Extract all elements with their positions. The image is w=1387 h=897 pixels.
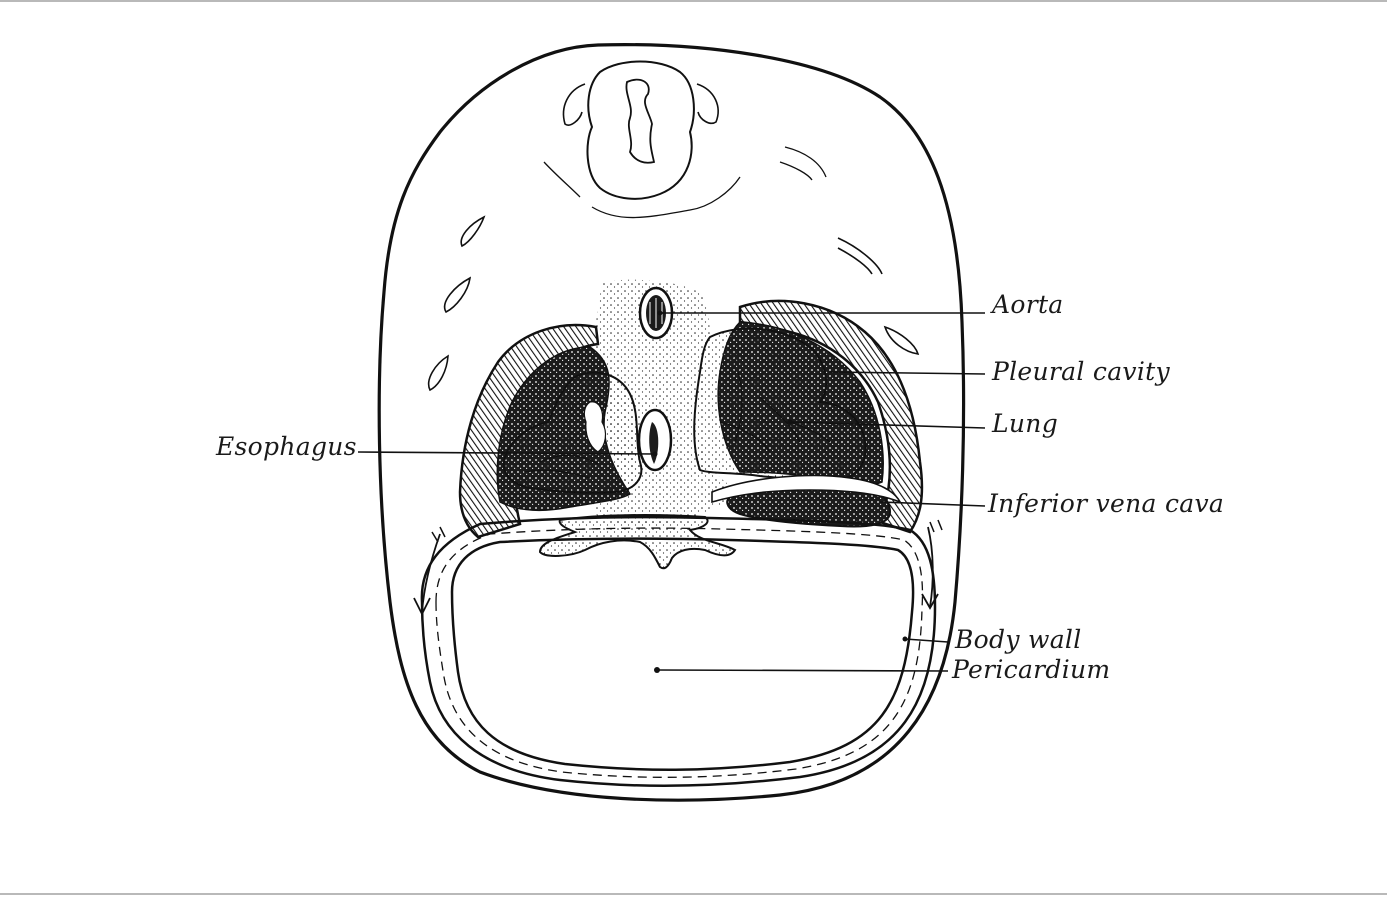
label-aorta: Aorta — [990, 290, 1064, 319]
right-pleural-cavity — [738, 299, 924, 534]
label-pleural-cavity: Pleural cavity — [991, 357, 1170, 386]
septum-transversum — [538, 514, 737, 570]
left-lung — [502, 371, 643, 494]
spinal-cord — [586, 60, 695, 200]
body-outline — [377, 43, 966, 802]
label-esophagus: Esophagus — [215, 432, 357, 461]
label-inferior-vena-cava: Inferior vena cava — [987, 489, 1224, 518]
label-pericardium: Pericardium — [951, 655, 1110, 684]
label-body-wall: Body wall — [954, 625, 1082, 654]
label-lung: Lung — [991, 409, 1058, 438]
body-wall — [420, 515, 937, 787]
pericardium-dashed-layer — [435, 527, 924, 778]
pericardium-wall — [450, 537, 915, 771]
